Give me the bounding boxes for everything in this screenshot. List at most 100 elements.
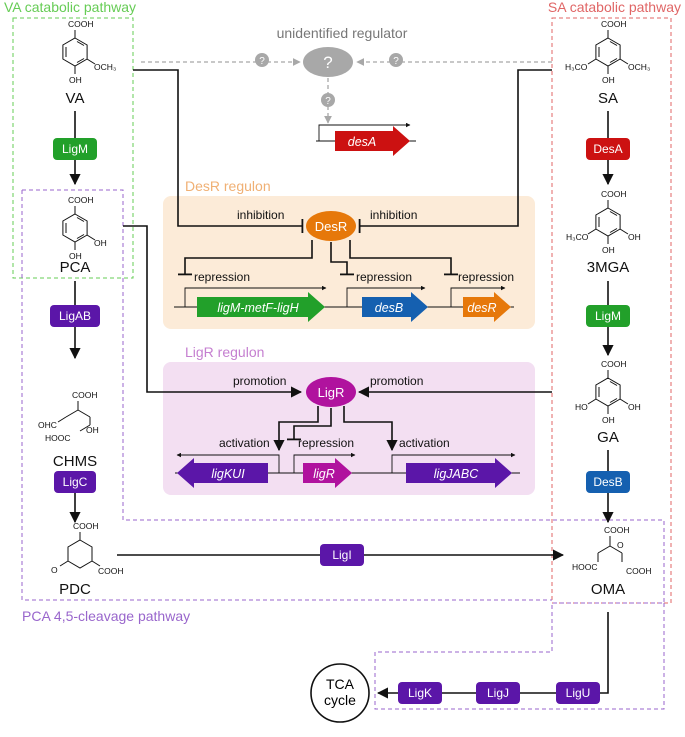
desr-represses-ligm xyxy=(178,240,313,276)
tca-cycle-node xyxy=(310,663,370,723)
pca-pathway-box xyxy=(21,189,665,710)
svg-text:OH: OH xyxy=(628,402,641,412)
desr-promoter xyxy=(450,285,506,307)
svg-text:O: O xyxy=(617,540,624,550)
svg-text:COOH: COOH xyxy=(601,189,627,199)
svg-text:COOH: COOH xyxy=(626,566,652,576)
gene-ligjabc-label: ligJABC xyxy=(434,467,479,481)
desr-protein-label: DesR xyxy=(315,219,348,234)
sa-structure: COOH OCH₃ H₃CO OH xyxy=(565,19,650,85)
gene-desa xyxy=(335,126,410,156)
inhibition-label-right: inhibition xyxy=(370,208,417,222)
enzyme-ligi-label: LigI xyxy=(332,548,351,562)
enzyme-ligk-label: LigK xyxy=(408,686,432,700)
gene-ligm-operon-label: ligM-metF-ligH xyxy=(217,301,299,315)
ligr-regulon-panel xyxy=(163,362,535,495)
compound-pca: PCA xyxy=(60,259,91,276)
svg-text:COOH: COOH xyxy=(601,359,627,369)
svg-text:OH: OH xyxy=(602,245,615,255)
unidentified-regulator xyxy=(303,47,353,77)
gene-ligkui xyxy=(177,458,268,488)
desa-promoter xyxy=(318,122,411,141)
desr-regulon-title: DesR regulon xyxy=(185,178,271,194)
activation-label-right: activation xyxy=(399,436,450,450)
enzyme-desa xyxy=(586,138,630,160)
unidentified-regulator-title: unidentified regulator xyxy=(277,25,408,41)
svg-text:HOOC: HOOC xyxy=(45,433,71,443)
desr-regulon-panel xyxy=(163,196,535,329)
pca-pathway-title: PCA 4,5-cleavage pathway xyxy=(22,608,190,624)
ligr-activates-ligjabc xyxy=(343,406,398,452)
ligr-regulon-title: LigR regulon xyxy=(185,344,264,360)
compound-va: VA xyxy=(66,90,85,107)
enzyme-ligc xyxy=(54,471,96,493)
svg-text:OCH₃: OCH₃ xyxy=(628,62,650,72)
enzyme-ligj xyxy=(476,682,520,704)
enzyme-ligm-right xyxy=(586,305,630,327)
inhibition-label-left: inhibition xyxy=(237,208,284,222)
ligr-protein xyxy=(306,377,356,407)
enzyme-ligab-label: LigAB xyxy=(59,309,91,323)
svg-text:COOH: COOH xyxy=(73,521,99,531)
gene-desb-label: desB xyxy=(375,301,404,315)
svg-text:OH: OH xyxy=(94,238,107,248)
enzyme-ligu-label: LigU xyxy=(566,686,591,700)
enzyme-desa-label: DesA xyxy=(593,142,622,156)
repression-label-3: repression xyxy=(458,270,514,284)
enzyme-ligu xyxy=(556,682,600,704)
enzyme-desb xyxy=(586,471,630,493)
svg-text:COOH: COOH xyxy=(68,19,94,29)
ligkui-promoter xyxy=(176,452,280,473)
enzyme-desb-label: DesB xyxy=(593,475,622,489)
desr-protein xyxy=(306,211,356,241)
enzyme-ligab xyxy=(50,305,100,327)
sa-pathway-title: SA catabolic pathway xyxy=(548,0,681,15)
enzyme-ligm-left xyxy=(53,138,97,160)
va-pathway-box xyxy=(12,17,134,279)
compound-chms: CHMS xyxy=(53,453,97,470)
q-badge-right xyxy=(389,53,403,67)
unidentified-regulator-mark: ? xyxy=(323,53,332,72)
compound-sa: SA xyxy=(598,90,618,107)
arrow-oma-tca xyxy=(376,612,609,699)
va-inhibits-desr xyxy=(133,69,304,233)
gene-ligkui-label: ligKUI xyxy=(211,467,245,481)
chms-structure: COOH OH OHC HOOC xyxy=(38,390,99,443)
pca-promotes-ligr xyxy=(123,225,303,398)
gene-desr-label: desR xyxy=(467,301,496,315)
va-pathway-title: VA catabolic pathway xyxy=(4,0,136,15)
svg-text:OH: OH xyxy=(628,232,641,242)
svg-text:O: O xyxy=(51,565,58,575)
compound-3mga: 3MGA xyxy=(587,259,630,276)
va-structure: COOH OCH₃ OH xyxy=(62,19,116,85)
promotion-label-right: promotion xyxy=(370,374,423,388)
repression-label-ligr: repression xyxy=(298,436,354,450)
compound-ga: GA xyxy=(597,429,619,446)
svg-text:H₃CO: H₃CO xyxy=(565,62,588,72)
gene-ligjabc xyxy=(406,458,512,488)
promotion-label-left: promotion xyxy=(233,374,286,388)
enzyme-ligj-label: LigJ xyxy=(487,686,509,700)
svg-text:COOH: COOH xyxy=(72,390,98,400)
q-badge-left xyxy=(255,53,269,67)
compound-oma: OMA xyxy=(591,581,625,598)
q-badge-down xyxy=(321,93,335,107)
tca-label-2: cycle xyxy=(324,692,356,708)
ligr-activates-ligkui xyxy=(273,406,319,452)
svg-text:COOH: COOH xyxy=(98,566,124,576)
svg-text:OHC: OHC xyxy=(38,420,57,430)
enzyme-ligk xyxy=(398,682,442,704)
repression-label-2: repression xyxy=(356,270,412,284)
desr-represses-desr xyxy=(349,240,458,276)
enzyme-ligm-left-label: LigM xyxy=(62,142,88,156)
oma-structure: COOH HOOC COOH O xyxy=(572,525,652,576)
svg-text:OH: OH xyxy=(602,75,615,85)
svg-text:?: ? xyxy=(393,56,399,67)
3mga-structure: COOH OH H₃CO OH xyxy=(566,189,641,255)
ligm-promoter xyxy=(184,285,327,307)
ga-structure: COOH OH HO OH xyxy=(575,359,641,425)
svg-text:HO: HO xyxy=(575,402,588,412)
svg-text:OH: OH xyxy=(86,425,99,435)
desb-promoter xyxy=(346,285,426,307)
